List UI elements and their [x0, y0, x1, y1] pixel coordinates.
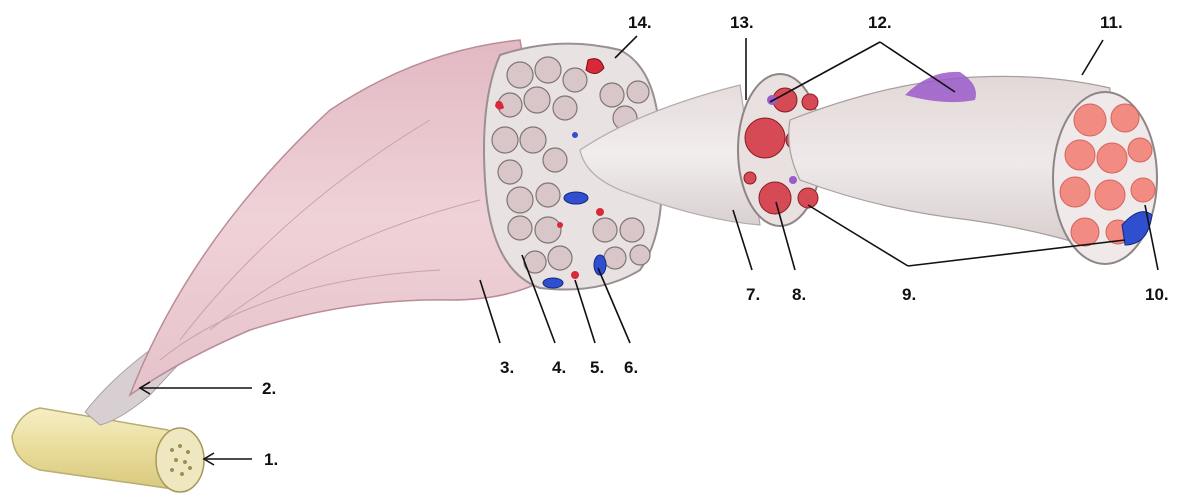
label-9: 9.: [902, 285, 916, 304]
muscle-fiber: [789, 72, 1157, 264]
label-12: 12.: [868, 13, 892, 32]
label-11: 11.: [1100, 13, 1123, 32]
label-4: 4.: [552, 358, 566, 377]
label-bone: 1.: [264, 450, 278, 469]
label-8: 8.: [792, 285, 806, 304]
label-3: 3.: [500, 358, 514, 377]
label-5: 5.: [590, 358, 604, 377]
label-1-tendon-attach: 2.: [262, 379, 276, 398]
label-13: 13.: [730, 13, 754, 32]
label-6: 6.: [624, 358, 638, 377]
label-10: 10.: [1145, 285, 1169, 304]
label-7: 7.: [746, 285, 760, 304]
label-14: 14.: [628, 13, 652, 32]
